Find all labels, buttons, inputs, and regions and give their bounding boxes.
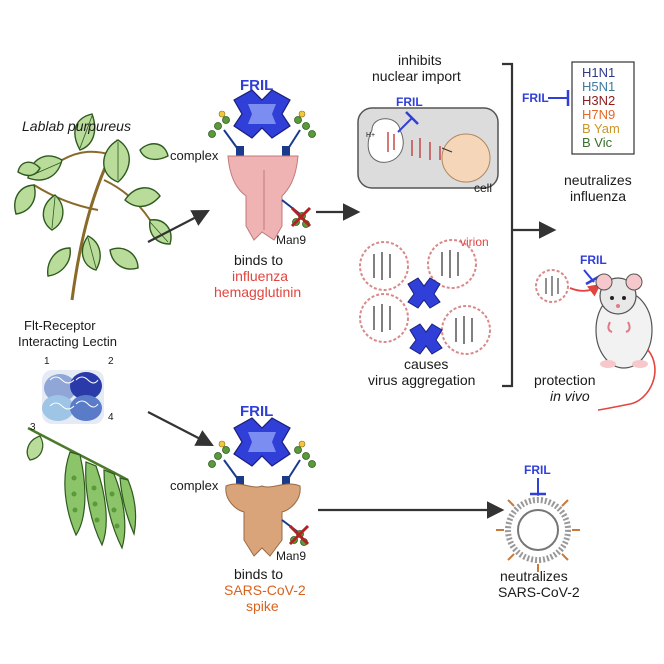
virion-aggregate-illustration: [359, 239, 491, 355]
influenza-target-line2: hemagglutinin: [214, 284, 302, 300]
lectin-name-line2: Interacting Lectin: [18, 334, 118, 349]
fril-label-influenza: FRIL: [240, 77, 274, 94]
sars-target-line1: SARS-CoV-2: [224, 582, 306, 598]
strain-h1n1: H1N1: [582, 65, 616, 80]
lectin-name-line1: Flt-Receptor: [24, 318, 96, 333]
protection-label: protection: [534, 372, 596, 388]
fril-label-strains: FRIL: [522, 91, 549, 105]
neutralizes-label-sars: neutralizes: [500, 568, 568, 584]
cell-label: cell: [474, 181, 493, 195]
nuclear-import-label: nuclear import: [372, 68, 461, 84]
fril-label-mouse: FRIL: [580, 253, 607, 267]
subunit-label-4: 4: [108, 412, 114, 423]
subunit-label-2: 2: [108, 356, 114, 367]
flow-arrows: [147, 62, 557, 519]
influenza-target-line1: influenza: [232, 268, 289, 284]
binds-to-label-influenza: binds to: [234, 252, 284, 268]
mouse-illustration: [535, 269, 656, 411]
virus-aggregation-label: virus aggregation: [368, 372, 476, 388]
species-label: Lablab purpureus: [22, 118, 131, 134]
complex-label-sars: complex: [170, 478, 219, 493]
cell-illustration: [357, 107, 499, 189]
bean-pods-illustration: [26, 426, 137, 550]
fril-molecule-bottom: [208, 417, 316, 486]
complex-label-influenza: complex: [170, 148, 219, 163]
virion-label: virion: [460, 235, 489, 249]
hemagglutinin-shape: [227, 155, 312, 241]
proton-label: H+: [366, 132, 376, 139]
strain-b-yam: B Yam: [582, 121, 620, 136]
binds-to-label-sars: binds to: [234, 566, 284, 582]
fril-label-sars-virion: FRIL: [524, 463, 551, 477]
neutralizes-label-influenza: neutralizes: [564, 172, 632, 188]
strain-b-vic: B Vic: [582, 135, 613, 150]
sars-cov-2-virion-illustration: [496, 478, 580, 572]
subunit-label-3: 3: [30, 422, 36, 433]
strain-h3n2: H3N2: [582, 93, 616, 108]
fril-label-sars: FRIL: [240, 403, 274, 420]
sars-cov-2-label: SARS-CoV-2: [498, 584, 580, 600]
spike-protein-shape: [225, 483, 310, 557]
strain-h5n1: H5N1: [582, 79, 616, 94]
man9-label-sars: Man9: [276, 549, 307, 563]
glycan-chains-top: [208, 110, 316, 156]
strain-inhibition: [548, 61, 635, 155]
strain-h7n9: H7N9: [582, 107, 616, 122]
fril-label-cell: FRIL: [396, 95, 423, 109]
influenza-label: influenza: [570, 188, 627, 204]
fril-molecule-top: [233, 89, 291, 139]
fril-structure-image: [42, 370, 104, 424]
lablab-plant-illustration: [14, 113, 172, 301]
inhibits-label: inhibits: [398, 52, 442, 68]
subunit-label-1: 1: [44, 356, 50, 367]
man9-label-influenza: Man9: [276, 233, 307, 247]
in-vivo-label: in vivo: [550, 388, 590, 404]
causes-label: causes: [404, 356, 449, 372]
sars-target-line2: spike: [246, 598, 279, 614]
